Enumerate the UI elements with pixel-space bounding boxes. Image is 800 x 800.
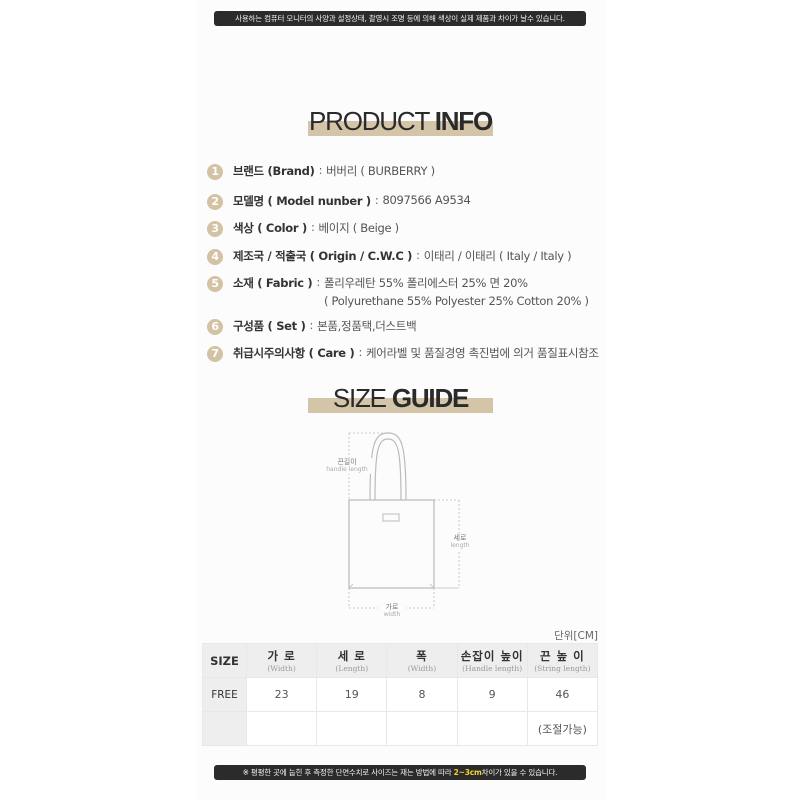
- table-header-row: SIZE 가 로(Width) 세 로(Length) 폭(Width) 손잡이…: [202, 643, 599, 678]
- number-circle-icon: 6: [207, 319, 223, 335]
- title-accent-band: [308, 398, 493, 413]
- color-notice-banner: 사용하는 컴퓨터 모니터의 사양과 설정상태, 촬영시 조명 등에 의해 색상이…: [214, 11, 586, 26]
- header-handle-length: 손잡이 높이(Handle length): [456, 643, 528, 678]
- info-value: 폴리우레탄 55% 폴리에스터 25% 면 20%: [323, 276, 528, 290]
- number-circle-icon: 7: [207, 346, 223, 362]
- size-guide-title: SIZE GUIDE: [308, 381, 493, 415]
- info-separator: :: [310, 220, 315, 234]
- info-item-origin: 4 제조국 / 적출국 ( Origin / C.W.C ) : 이태리 / 이…: [207, 248, 572, 265]
- info-item-fabric: 5 소재 ( Fabric ) : 폴리우레탄 55% 폴리에스터 25% 면 …: [207, 275, 589, 310]
- info-value: 이태리 / 이태리 ( Italy / Italy ): [423, 249, 572, 263]
- table-cell: [456, 711, 528, 746]
- info-label: 소재 ( Fabric ): [233, 276, 313, 290]
- info-separator: :: [358, 345, 363, 359]
- info-value-english: ( Polyurethane 55% Polyester 25% Cotton …: [323, 294, 589, 308]
- header-width: 가 로(Width): [245, 643, 318, 678]
- info-value: 본품,정품택,더스트백: [317, 319, 417, 333]
- color-notice-text: 사용하는 컴퓨터 모니터의 사양과 설정상태, 촬영시 조명 등에 의해 색상이…: [235, 14, 565, 23]
- length-label: 세로 length: [445, 534, 475, 550]
- number-circle-icon: 5: [207, 276, 223, 292]
- title-light-part: SIZE: [332, 383, 392, 413]
- info-separator: :: [374, 193, 379, 207]
- table-cell: [245, 711, 318, 746]
- measurement-notice-prefix: ※ 평평한 곳에 눕힌 후 측정한 단면수치로 사이즈는 재는 방법에 따라: [242, 768, 454, 777]
- handle-length-label: 끈길이 handle length: [322, 458, 372, 474]
- info-label: 제조국 / 적출국 ( Origin / C.W.C ): [233, 249, 413, 263]
- info-item-brand: 1 브랜드 (Brand) : 버버리 ( BURBERRY ): [207, 163, 435, 180]
- info-label: 브랜드 (Brand): [233, 164, 315, 178]
- unit-label: 단위[CM]: [554, 630, 598, 642]
- info-separator: :: [316, 275, 320, 289]
- size-table: SIZE 가 로(Width) 세 로(Length) 폭(Width) 손잡이…: [202, 643, 599, 746]
- number-circle-icon: 4: [207, 249, 223, 265]
- table-cell: 19: [316, 677, 388, 712]
- info-separator: :: [318, 163, 323, 177]
- table-cell: [316, 711, 388, 746]
- row-label: FREE: [202, 677, 247, 712]
- info-value: 8097566 A9534: [382, 193, 471, 207]
- product-info-title: PRODUCT INFO: [308, 104, 493, 138]
- info-label: 모델명 ( Model nunber ): [233, 194, 371, 208]
- header-string-length: 끈 높 이(String length): [526, 643, 599, 678]
- table-cell: 46: [526, 677, 599, 712]
- title-bold-part: GUIDE: [391, 383, 470, 413]
- table-cell: 23: [245, 677, 318, 712]
- info-label: 취급시주의사항 ( Care ): [233, 346, 355, 360]
- info-separator: :: [416, 248, 420, 262]
- table-cell: 8: [386, 677, 458, 712]
- info-item-set: 6 구성품 ( Set ) : 본품,정품택,더스트백: [207, 318, 417, 335]
- info-item-model: 2 모델명 ( Model nunber ) : 8097566 A9534: [207, 193, 471, 210]
- info-item-care: 7 취급시주의사항 ( Care ) : 케어라벨 및 품질경영 촉진법에 의거…: [207, 345, 599, 362]
- info-value: 케어라벨 및 품질경영 촉진법에 의거 품질표시참조: [366, 346, 599, 360]
- measurement-notice-banner: ※ 평평한 곳에 눕힌 후 측정한 단면수치로 사이즈는 재는 방법에 따라 2…: [214, 765, 586, 780]
- tote-bag-outline-icon: [348, 432, 460, 609]
- header-depth: 폭(Width): [386, 643, 458, 678]
- info-label: 색상 ( Color ): [233, 221, 307, 235]
- measurement-notice-highlight: 2~3cm: [453, 768, 482, 777]
- title-light-part: PRODUCT: [308, 106, 435, 136]
- header-length: 세 로(Length): [316, 643, 388, 678]
- row-label: [202, 711, 247, 746]
- info-value: 베이지 ( Beige ): [318, 221, 400, 235]
- header-size: SIZE: [202, 643, 247, 678]
- table-row: FREE 23 19 8 9 46: [202, 677, 599, 712]
- number-circle-icon: 3: [207, 221, 223, 237]
- info-label: 구성품 ( Set ): [233, 319, 306, 333]
- bag-size-diagram: 끈길이 handle length 세로 length 가로 width: [320, 425, 480, 625]
- title-bold-part: INFO: [434, 106, 494, 136]
- info-item-color: 3 색상 ( Color ) : 베이지 ( Beige ): [207, 220, 399, 237]
- table-cell: [386, 711, 458, 746]
- table-cell: (조절가능): [526, 711, 599, 746]
- table-row: (조절가능): [202, 711, 599, 746]
- width-label: 가로 width: [378, 603, 406, 619]
- number-circle-icon: 2: [207, 194, 223, 210]
- info-value: 버버리 ( BURBERRY ): [326, 164, 435, 178]
- title-accent-band: [308, 121, 493, 136]
- table-cell: 9: [456, 677, 528, 712]
- measurement-notice-suffix: 차이가 있을 수 있습니다.: [481, 768, 558, 777]
- number-circle-icon: 1: [207, 164, 223, 180]
- info-separator: :: [309, 318, 314, 332]
